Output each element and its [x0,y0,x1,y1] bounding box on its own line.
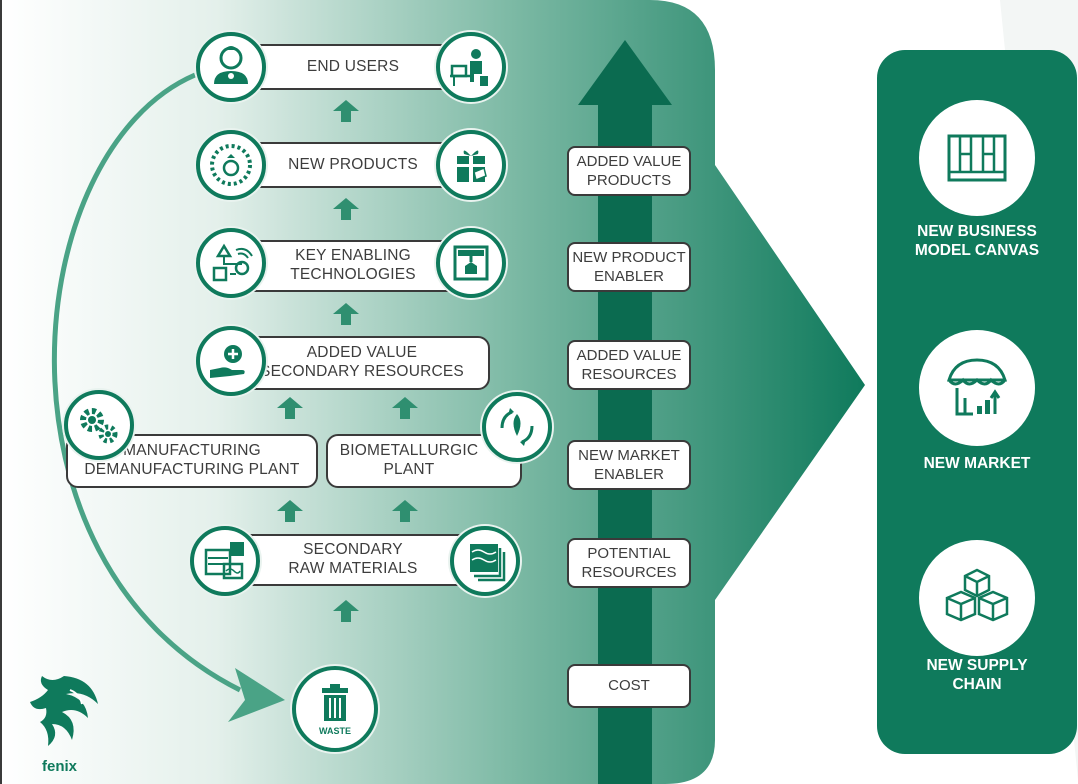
waste-bin-icon: WASTE [292,666,378,752]
bio-cycle-icon [482,392,552,462]
market-store-icon [919,330,1035,446]
value-level-added-value-products: ADDED VALUE PRODUCTS [567,146,691,196]
3d-printer-icon [436,228,506,298]
waste-label: WASTE [318,726,351,736]
value-level-new-market-enabler: NEW MARKET ENABLER [567,440,691,490]
outcome-business-canvas: NEW BUSINESS MODEL CANVAS [877,222,1077,261]
value-level-cost: COST [567,664,691,708]
added-value-secondary-box: ADDED VALUE SECONDARY RESOURCES [234,336,490,390]
value-level-text: RESOURCES [581,564,677,581]
up-arrow-icon [277,397,303,419]
key-enabling-line1: KEY ENABLING [295,247,411,265]
value-level-text: ADDED VALUE [576,152,682,170]
outcome-new-market: NEW MARKET [877,454,1077,473]
added-value-secondary-line1: ADDED VALUE [306,344,418,362]
up-arrow-icon [333,198,359,220]
value-arrow-head [578,40,672,105]
flow-panel [0,0,865,784]
key-enabling-line2: TECHNOLOGIES [290,266,416,283]
value-level-potential-resources: POTENTIAL RESOURCES [567,538,691,588]
loop-arrow-head [228,668,285,722]
up-arrow-icon [392,500,418,522]
outcome-line: NEW MARKET [923,455,1031,472]
new-products-label: NEW PRODUCTS [288,155,418,173]
value-level-text: ADDED VALUE [576,346,682,364]
hand-coin-icon [196,326,266,396]
outcome-new-supply-chain: NEW SUPPLY CHAIN [877,656,1077,695]
loop-arrow [51,72,242,693]
up-arrow-icon [392,397,418,419]
up-arrow-icon [277,500,303,522]
fenix-logo-icon [30,676,98,746]
jewelry-icon [196,130,266,200]
outcome-line: MODEL CANVAS [914,242,1040,260]
gift-icon [436,130,506,200]
business-canvas-icon [919,100,1035,216]
materials-icon [190,526,260,596]
gears-icon [64,390,134,460]
value-level-text: COST [608,677,650,695]
up-arrow-icon [333,600,359,622]
value-level-text: NEW MARKET [578,446,680,464]
secondary-raw-line2: RAW MATERIALS [288,560,418,577]
person-icon [196,32,266,102]
fenix-logo-text: fenix [42,758,78,775]
tech-network-icon [196,228,266,298]
sheets-icon [450,526,520,596]
desk-worker-icon [436,32,506,102]
value-level-text: PRODUCTS [586,172,672,189]
value-level-text: POTENTIAL [587,544,671,562]
outcome-line: NEW BUSINESS [917,223,1037,240]
end-users-label: END USERS [306,57,400,75]
value-level-text: ENABLER [593,466,665,483]
secondary-raw-box: SECONDARY RAW MATERIALS [232,534,474,586]
new-products-box: NEW PRODUCTS [232,142,474,188]
value-level-new-product-enabler: NEW PRODUCT ENABLER [567,242,691,292]
value-level-text: RESOURCES [581,366,677,383]
outcome-line: CHAIN [952,676,1002,694]
value-level-text: NEW PRODUCT [572,248,686,266]
supply-boxes-icon [919,540,1035,656]
value-level-text: ENABLER [593,268,665,285]
manufacturing-line1: MANUFACTURING [123,442,261,460]
up-arrow-icon [333,100,359,122]
manufacturing-line2: DEMANUFACTURING PLANT [84,461,300,478]
up-arrow-icon [333,303,359,325]
secondary-raw-line1: SECONDARY [303,541,403,559]
biometallurgic-line1: BIOMETALLURGIC [339,442,479,460]
end-users-box: END USERS [232,44,474,90]
value-level-added-value-resources: ADDED VALUE RESOURCES [567,340,691,390]
key-enabling-box: KEY ENABLING TECHNOLOGIES [232,240,474,292]
outcome-line: NEW SUPPLY [926,657,1028,674]
added-value-secondary-line2: SECONDARY RESOURCES [260,363,464,380]
biometallurgic-line2: PLANT [383,461,435,478]
